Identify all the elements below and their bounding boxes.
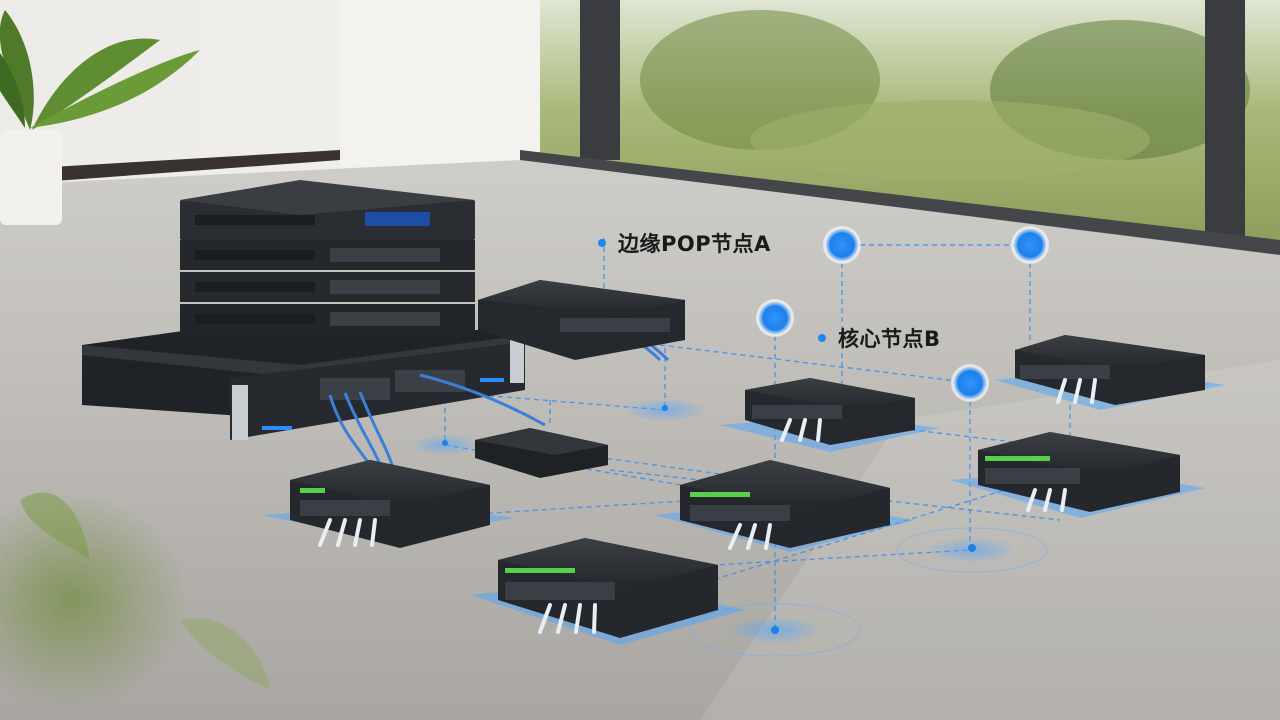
floor-rings — [413, 399, 1048, 657]
foreground-plant — [0, 490, 190, 710]
switch-cables — [318, 378, 1097, 634]
network-switch-icon — [262, 280, 1225, 645]
edge-pop-label: 边缘POP节点A — [598, 228, 771, 258]
rack-server-icon — [82, 180, 525, 440]
label-dot-icon — [598, 239, 606, 247]
curtain — [340, 0, 540, 170]
core-node-label-text: 核心节点B — [838, 327, 941, 351]
node-marker-icon — [756, 226, 1049, 402]
window-frame — [580, 0, 620, 160]
label-dot-icon — [818, 334, 826, 342]
plant-pot — [0, 130, 62, 225]
edge-pop-label-text: 边缘POP节点A — [618, 232, 771, 256]
core-node-label: 核心节点B — [818, 323, 941, 353]
